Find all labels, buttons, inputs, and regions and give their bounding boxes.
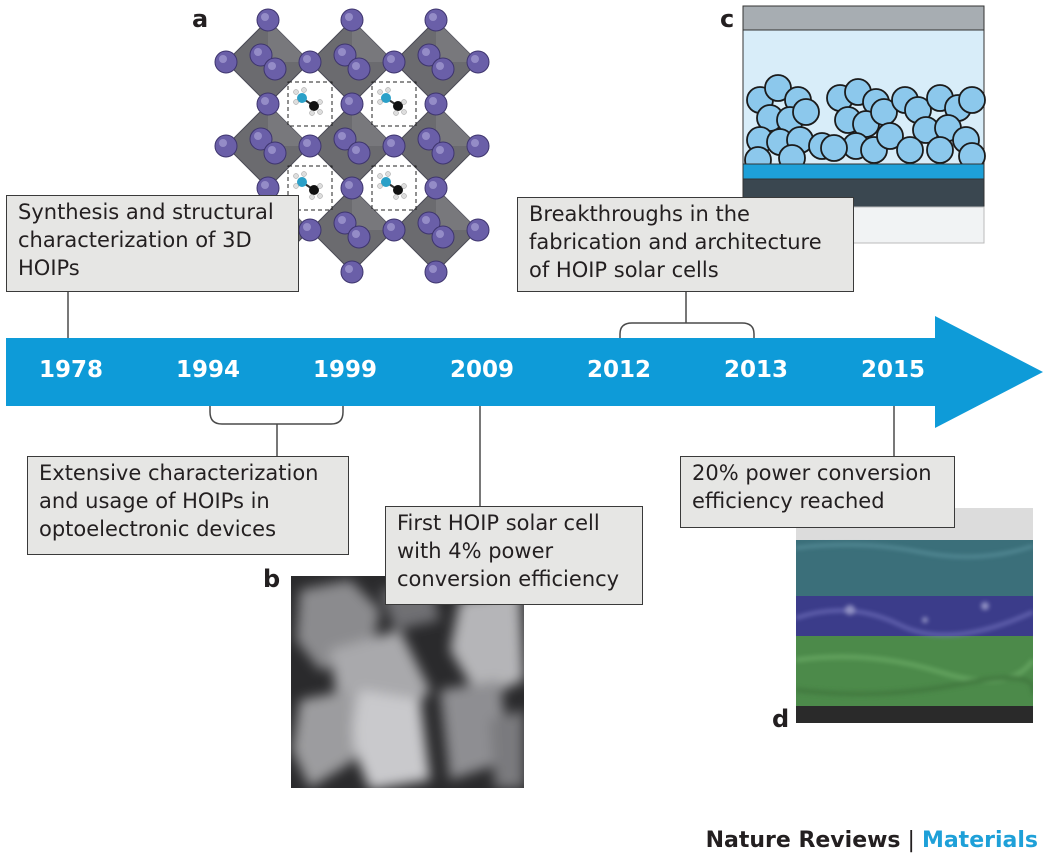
grain (792, 98, 820, 126)
panel-label-b: b (263, 565, 281, 593)
grain (958, 86, 986, 114)
footer-separator: | (900, 828, 922, 853)
carbon-atom (309, 185, 319, 195)
hydrogen-atom (293, 173, 299, 179)
grain (926, 136, 954, 164)
top-electrode-layer (742, 5, 985, 31)
carbon-atom (393, 185, 403, 195)
hydrogen-atom (385, 87, 391, 93)
hydrogen-atom (377, 173, 383, 179)
nitrogen-atom (381, 177, 391, 187)
grain (896, 136, 924, 164)
year-label-1999: 1999 (313, 357, 378, 383)
hydrogen-atom (293, 183, 299, 189)
hydrogen-atom (317, 99, 323, 105)
hydrogen-atom (385, 171, 391, 177)
journal-section: Materials (921, 828, 1038, 853)
event-breakthroughs-box: Breakthroughs in the fabrication and arc… (517, 197, 854, 292)
hydrogen-atom (377, 89, 383, 95)
hydrogen-atom (401, 183, 407, 189)
hydrogen-atom (401, 99, 407, 105)
journal-name: Nature Reviews (705, 828, 901, 853)
hydrogen-atom (293, 99, 299, 105)
carbon-atom (309, 101, 319, 111)
panel-label-a: a (192, 5, 209, 33)
grain (876, 122, 904, 150)
event-extensive-box: Extensive characterization and usage of … (27, 456, 349, 555)
year-label-2013: 2013 (724, 357, 789, 383)
event-efficiency-box: 20% power conversion efficiency reached (680, 456, 955, 528)
hydrogen-atom (317, 109, 323, 115)
timeline-arrow (6, 316, 1043, 428)
grain (820, 134, 848, 162)
event-first-cell-box: First HOIP solar cell with 4% power conv… (385, 506, 643, 605)
hydrogen-atom (309, 194, 315, 200)
hydrogen-atom (293, 89, 299, 95)
hydrogen-atom (393, 194, 399, 200)
journal-credit: Nature Reviews | Materials (706, 828, 1038, 853)
bracket-2012-2013 (619, 292, 755, 338)
perovskite-grains (744, 74, 986, 174)
year-label-2015: 2015 (861, 357, 926, 383)
hydrogen-atom (401, 193, 407, 199)
year-label-1978: 1978 (39, 357, 104, 383)
year-label-2009: 2009 (450, 357, 515, 383)
hydrogen-atom (301, 171, 307, 177)
hydrogen-atom (309, 110, 315, 116)
hydrogen-atom (401, 109, 407, 115)
hydrogen-atom (393, 110, 399, 116)
event-synthesis-box: Synthesis and structural characterizatio… (6, 195, 299, 292)
year-label-1994: 1994 (176, 357, 241, 383)
hydrogen-atom (317, 183, 323, 189)
carbon-atom (393, 101, 403, 111)
bracket-1994-1999 (209, 406, 344, 456)
hydrogen-atom (377, 183, 383, 189)
panel-label-d: d (772, 705, 790, 733)
nitrogen-atom (297, 93, 307, 103)
hydrogen-atom (377, 99, 383, 105)
nitrogen-atom (297, 177, 307, 187)
hydrogen-atom (317, 193, 323, 199)
panel-label-c: c (720, 5, 735, 33)
nitrogen-atom (381, 93, 391, 103)
year-label-2012: 2012 (587, 357, 652, 383)
hydrogen-atom (301, 87, 307, 93)
